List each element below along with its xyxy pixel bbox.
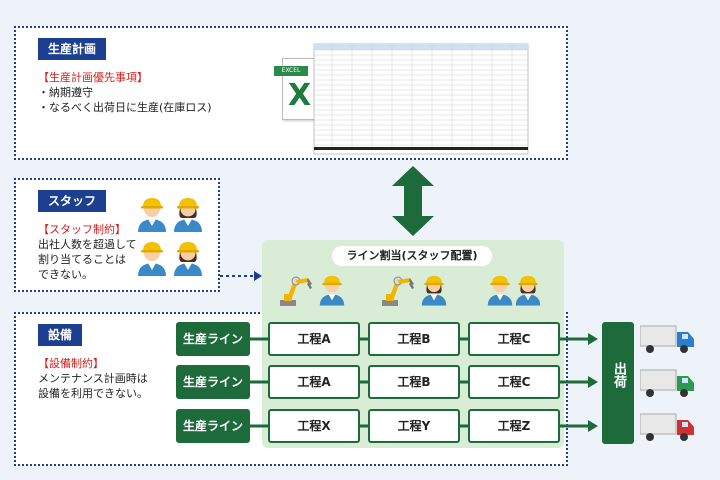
line-allocation-label: ライン割当(スタッフ配置) [332,246,492,266]
production-plan-panel: 生産計画 【生産計画優先事項】 ・納期遵守 ・なるべく出荷日に生産(在庫ロス) … [14,26,568,160]
production-line-1: 生産ライン [176,322,250,356]
process-box: 工程B [368,322,460,356]
process-box: 工程X [268,409,360,443]
staff-line-1: 出社人数を超過して [38,238,137,251]
production-line-2: 生産ライン [176,365,250,399]
shipping-label: 出荷 [611,362,626,388]
process-box: 工程Z [468,409,560,443]
staff-panel: スタッフ 【スタッフ制約】 出社人数を超過して 割り当てることは できない。 [14,178,220,292]
staff-line-3: できない。 [38,268,93,281]
production-plan-heading: 【生産計画優先事項】 [38,71,148,84]
process-box: 工程A [268,365,360,399]
production-plan-item-1: ・納期遵守 [38,86,93,99]
equipment-line-1: メンテナンス計画時は [38,372,148,385]
equipment-tag: 設備 [38,324,83,346]
excel-letter: X [288,78,312,113]
process-box: 工程B [368,365,460,399]
staff-tag: スタッフ [38,190,107,212]
spreadsheet-preview [313,43,529,155]
truck-icon [640,412,696,442]
process-box: 工程A [268,322,360,356]
double-arrow [392,166,434,236]
production-plan-tag: 生産計画 [38,38,107,60]
equipment-line-2: 設備を利用できない。 [38,387,148,400]
production-line-3: 生産ライン [176,409,250,443]
process-box: 工程Y [368,409,460,443]
process-box: 工程C [468,365,560,399]
truck-icon [640,324,696,354]
staff-to-allocation-arrow [220,271,262,281]
excel-label: EXCEL [274,66,308,76]
truck-icon [640,368,696,398]
equipment-heading: 【設備制約】 [38,357,104,370]
process-box: 工程C [468,322,560,356]
production-plan-item-2: ・なるべく出荷日に生産(在庫ロス) [38,101,212,114]
staff-heading: 【スタッフ制約】 [38,223,126,236]
shipping-box: 出荷 [602,322,634,444]
staff-line-2: 割り当てることは [38,253,126,266]
